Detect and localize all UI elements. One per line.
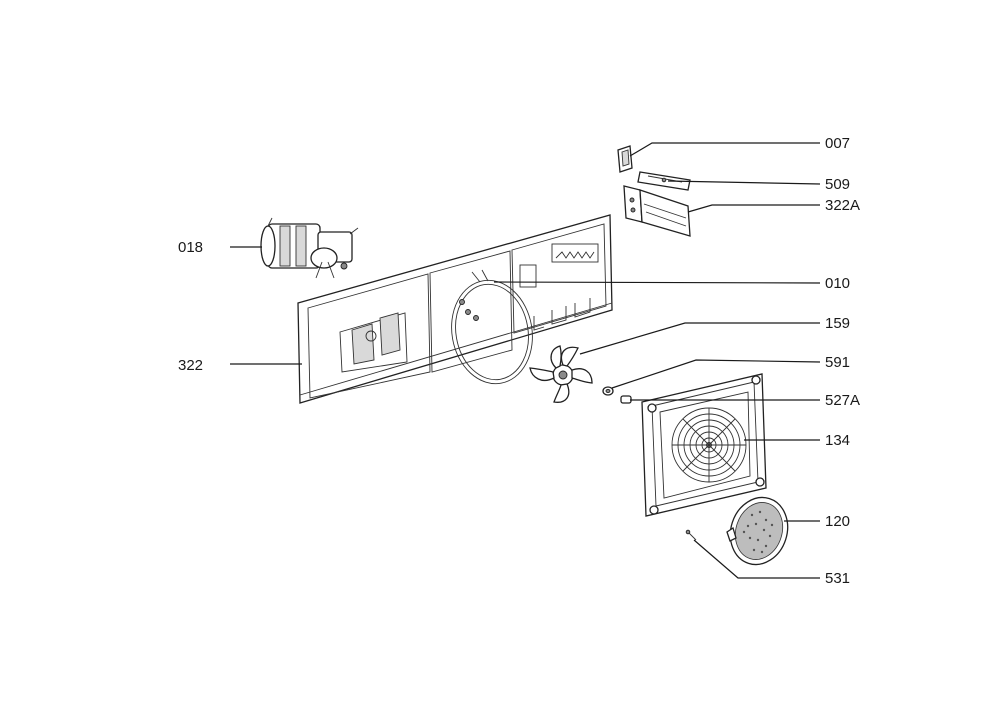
grease-filter-120 <box>726 496 789 566</box>
leader-010 <box>493 281 821 284</box>
callout-134: 134 <box>825 432 850 449</box>
leader-lines <box>230 142 821 579</box>
clip-007 <box>617 145 633 173</box>
screw-531 <box>685 529 697 541</box>
callout-531: 531 <box>825 570 850 587</box>
pin-527A <box>620 395 632 404</box>
leader-322A <box>687 204 820 213</box>
callout-322: 322 <box>178 357 203 374</box>
callout-labels: 007 509 322A 018 010 159 322 591 527A 13… <box>178 135 860 587</box>
bracket-322A <box>623 185 691 237</box>
leader-531 <box>693 539 820 579</box>
callout-527A: 527A <box>825 392 860 409</box>
leader-509 <box>667 180 821 185</box>
callout-120: 120 <box>825 513 850 530</box>
fan-motor-018 <box>260 217 359 279</box>
nut-591 <box>602 386 614 396</box>
callout-007: 007 <box>825 135 850 152</box>
callout-018: 018 <box>178 239 203 256</box>
callout-509: 509 <box>825 176 850 193</box>
callout-010: 010 <box>825 275 850 292</box>
callout-591: 591 <box>825 354 850 371</box>
fan-blade-159 <box>529 345 593 403</box>
fan-cover-134 <box>641 373 767 517</box>
heating-element-010 <box>451 269 533 385</box>
leader-007 <box>629 142 820 157</box>
callout-322A: 322A <box>825 197 860 214</box>
rear-panel-322 <box>297 214 613 404</box>
callout-159: 159 <box>825 315 850 332</box>
leader-159 <box>579 322 820 355</box>
leader-591 <box>611 359 821 389</box>
